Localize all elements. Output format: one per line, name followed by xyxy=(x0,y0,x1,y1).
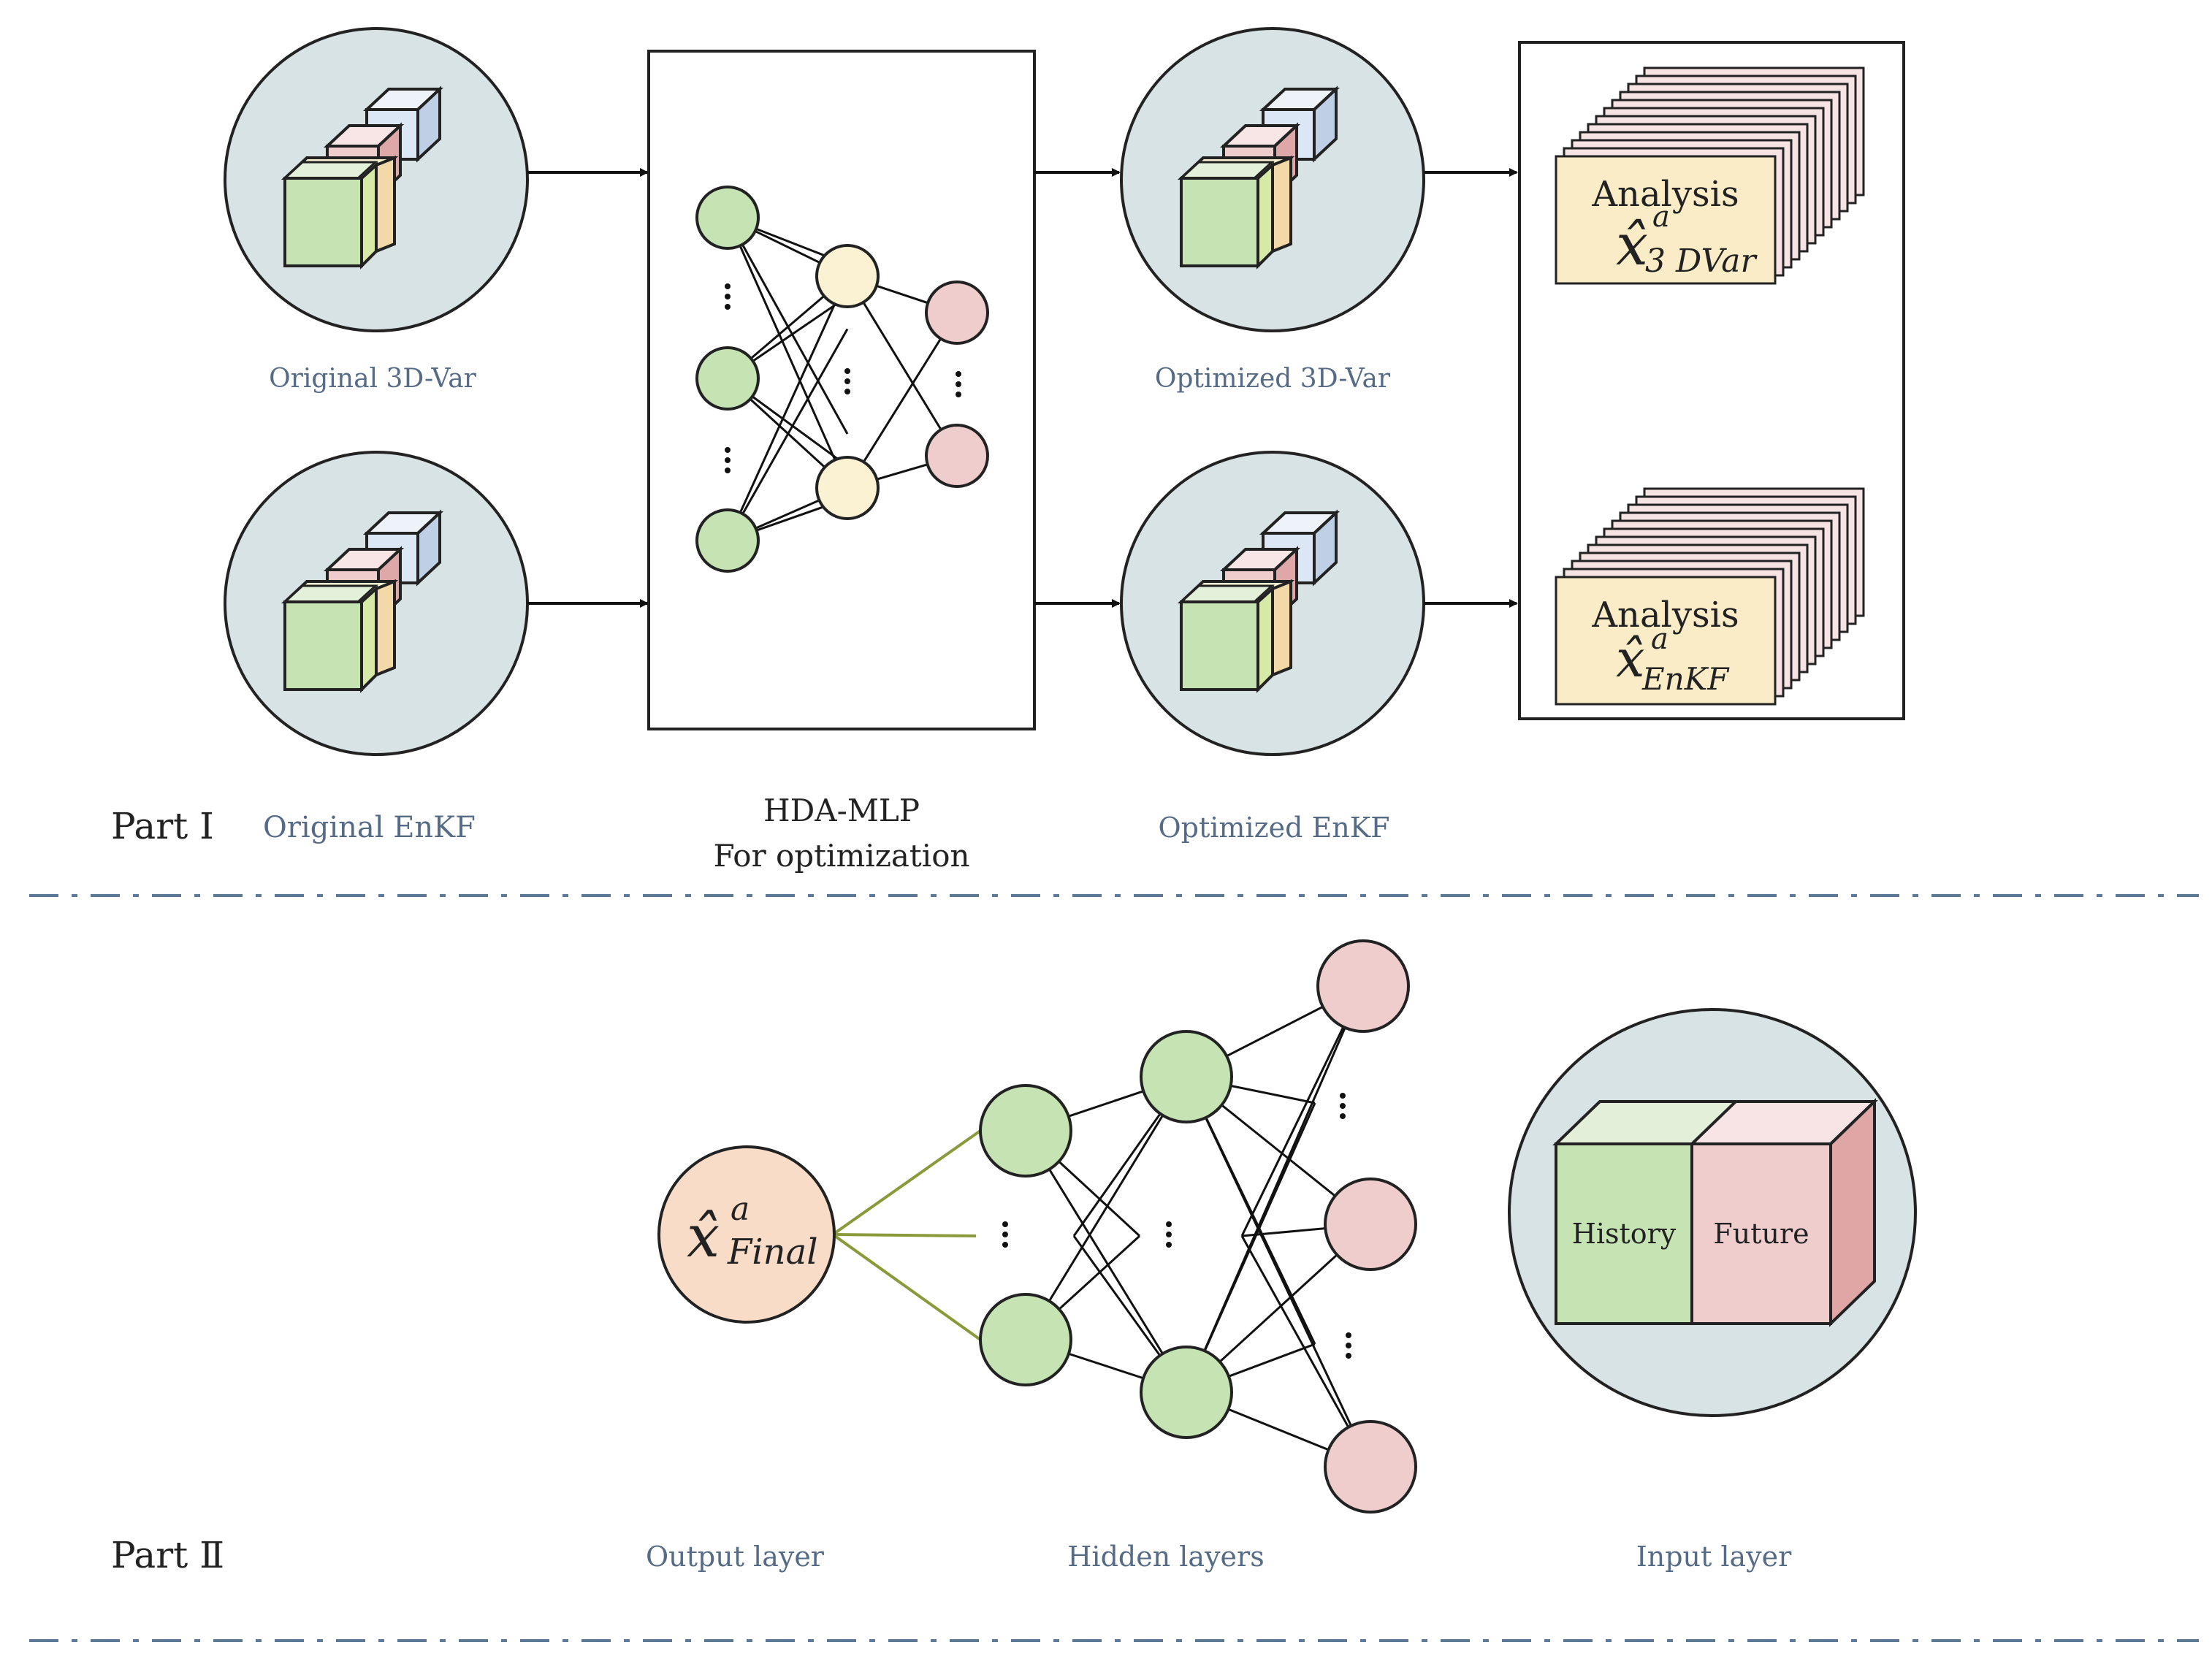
superscript: a xyxy=(1651,622,1668,656)
subscript: EnKF xyxy=(1641,661,1730,697)
analysis-stack-enkf xyxy=(1555,487,1865,706)
optimized-enkf-node xyxy=(1120,451,1425,756)
optimized-enkf-label: Optimized EnKF xyxy=(1159,812,1390,844)
analysis-stack-3dvar xyxy=(1555,66,1865,285)
x-hat-symbol: x̂ xyxy=(1616,213,1648,278)
ellipsis-dot xyxy=(844,389,850,394)
analysis-sheet xyxy=(1555,155,1777,285)
ellipsis-dot xyxy=(725,447,731,453)
x-hat-symbol: x̂ xyxy=(1616,629,1644,689)
hidden-neuron xyxy=(979,1293,1072,1386)
ellipsis-dot xyxy=(1002,1221,1008,1227)
part2-label: Part Ⅱ xyxy=(111,1534,224,1576)
input-neuron xyxy=(695,186,760,250)
hidden-neuron xyxy=(815,244,880,308)
ellipsis-dot xyxy=(844,368,850,374)
subscript: 3 DVar xyxy=(1645,243,1758,280)
input-neuron xyxy=(1324,1178,1417,1271)
x-hat-symbol: x̂ xyxy=(687,1202,720,1270)
analysis-word-enkf: Analysis xyxy=(1591,595,1739,636)
part1-label: Part Ⅰ xyxy=(111,805,214,847)
analysis-sheet xyxy=(1555,576,1777,706)
connection-line xyxy=(726,328,849,541)
input-layer-node: History Future xyxy=(1508,1008,1917,1417)
ellipsis-dot xyxy=(1166,1221,1172,1227)
future-label: Future xyxy=(1713,1218,1809,1250)
future-face xyxy=(1690,1142,1832,1325)
subscript: Final xyxy=(727,1232,818,1272)
ellipsis-dot xyxy=(1346,1332,1351,1338)
ellipsis-dot xyxy=(725,283,731,289)
ellipsis-dot xyxy=(1166,1242,1172,1248)
original-enkf-label: Original EnKF xyxy=(263,811,476,844)
mlp-network xyxy=(695,186,989,573)
part2-network xyxy=(831,939,1417,1514)
connection-line xyxy=(726,275,849,541)
ellipsis-dot xyxy=(956,381,961,387)
ellipsis-dot xyxy=(1002,1242,1008,1248)
input-layer-label: Input layer xyxy=(1636,1541,1792,1573)
superscript: a xyxy=(731,1191,750,1228)
hidden-neuron xyxy=(815,456,880,520)
ellipsis-dot xyxy=(844,378,850,384)
connection-line xyxy=(846,275,958,457)
hidden-layers-label: Hidden layers xyxy=(1067,1541,1264,1573)
ellipsis-dot xyxy=(1340,1113,1346,1119)
connection-line xyxy=(1185,1102,1316,1393)
output-connection xyxy=(832,1233,977,1237)
ellipsis-dot xyxy=(1340,1103,1346,1109)
ellipsis-dot xyxy=(725,457,731,463)
ellipsis-dot xyxy=(1346,1353,1351,1359)
original-enkf-node xyxy=(224,451,529,756)
ellipsis-dot xyxy=(956,371,961,377)
output-neuron xyxy=(925,280,989,345)
output-connection xyxy=(831,1129,982,1236)
ellipsis-dot xyxy=(1002,1232,1008,1237)
history-face xyxy=(1555,1142,1693,1325)
output-layer-label: Output layer xyxy=(646,1541,825,1573)
connection-line xyxy=(1024,1076,1188,1340)
original-3dvar-label: Original 3D-Var xyxy=(269,364,477,394)
input-neuron xyxy=(1324,1420,1417,1514)
hidden-neuron xyxy=(1140,1346,1233,1439)
hidden-neuron xyxy=(1140,1030,1233,1123)
ellipsis-dot xyxy=(725,294,731,299)
input-neuron xyxy=(1316,939,1410,1033)
superscript: a xyxy=(1652,200,1670,234)
output-neuron xyxy=(925,424,989,488)
analysis-word-3dvar: Analysis xyxy=(1591,174,1739,215)
ellipsis-dot xyxy=(1346,1343,1351,1348)
input-neuron xyxy=(695,508,760,573)
input-neuron xyxy=(695,346,760,411)
optimized-3dvar-node xyxy=(1120,27,1425,332)
mlp-title: HDA-MLP xyxy=(763,793,920,828)
connection-line xyxy=(726,217,849,489)
original-3dvar-node xyxy=(224,27,529,332)
ellipsis-dot xyxy=(1340,1093,1346,1099)
connection-line xyxy=(1185,1076,1316,1345)
connection-line xyxy=(846,312,958,489)
mlp-subtitle: For optimization xyxy=(713,838,969,874)
connection-line xyxy=(1024,1130,1188,1393)
history-label: History xyxy=(1572,1218,1677,1250)
optimized-3dvar-label: Optimized 3D-Var xyxy=(1155,364,1391,394)
output-connection xyxy=(831,1233,982,1341)
hidden-neuron xyxy=(979,1084,1072,1178)
ellipsis-dot xyxy=(725,467,731,473)
output-node xyxy=(657,1145,836,1324)
ellipsis-dot xyxy=(725,304,731,310)
connection-line xyxy=(726,217,849,435)
ellipsis-dot xyxy=(956,392,961,397)
ellipsis-dot xyxy=(1166,1232,1172,1237)
